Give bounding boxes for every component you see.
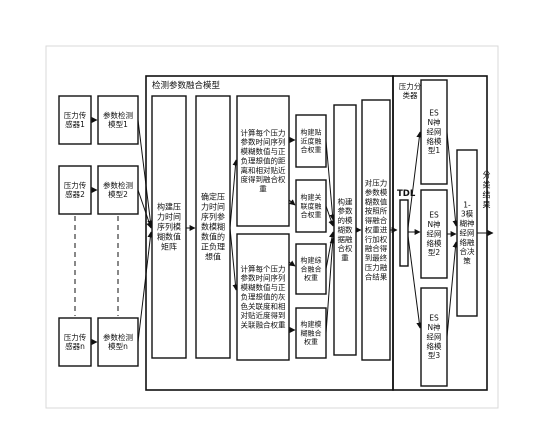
arrow-weight2-fusion [325, 205, 335, 227]
detector-box-n [97, 317, 139, 367]
weight-item-3-text: 构建综合融合权重 [301, 256, 322, 283]
detector-label-2: 参数检测模型2 [103, 180, 133, 199]
arrow-ideal-method-bottom [229, 227, 239, 291]
method-box-bottom-text: 计算每个压力参数时间序列模糊数值与正负理想值的灰色关联度和相对贴近度得到关联融合… [241, 263, 286, 329]
page-border [45, 45, 499, 409]
ideal-value-box-text: 确定压力时间序列参数模糊数值的正负理想值 [201, 192, 225, 262]
output-label: 分类结果 [483, 171, 491, 210]
sensor-label-2: 压力传感器2 [64, 180, 87, 199]
arrow-esn3-vote [446, 241, 459, 338]
method-box-top-text: 计算每个压力参数时间序列模糊数值与正负理想值的距离和相对贴近度得到融合权重 [241, 127, 286, 193]
vote-box-text: 1-3模糊神经网络融合决策 [460, 200, 475, 265]
classifier-title: 压力分类器 [399, 81, 422, 100]
arrow-ideal-method-top [229, 159, 239, 229]
arrow-method-weight2 [288, 199, 296, 206]
sensor-column: 压力传感器1 压力传感器2 压力传感器n [58, 95, 92, 367]
weight-item-1 [295, 114, 327, 168]
method-box-top [236, 95, 290, 227]
esn-model-1 [420, 79, 448, 185]
method-box-bottom [236, 233, 290, 361]
arrow-method-weight3 [288, 260, 296, 267]
detector-column: 参数检测模型1 参数检测模型2 参数检测模型n [97, 95, 139, 367]
sensor-label-1: 压力传感器1 [64, 110, 87, 129]
arrow-weight4-fusion [325, 237, 336, 334]
matrix-box [151, 95, 187, 359]
fusion-model-title: 检测参数融合模型 [152, 80, 221, 91]
arrow-detector2-matrix [137, 189, 153, 229]
detector-box-1 [97, 95, 139, 145]
esn-model-2 [420, 189, 448, 279]
detector-label-n: 参数检测模型n [103, 332, 133, 351]
weight-item-1-text: 构建贴近度融合权重 [301, 128, 322, 155]
arrow-tdl-esn3 [407, 235, 423, 329]
combine-box [361, 99, 391, 361]
tdl-label: TDL [397, 189, 416, 199]
weight-item-4 [295, 307, 327, 359]
weight-item-2 [295, 179, 327, 233]
arrow-detectorn-matrix [137, 231, 154, 343]
weight-item-2-text: 构建关联度融合权重 [301, 193, 322, 220]
arrow-weight1-fusion [325, 140, 336, 221]
arrow-detector1-matrix [137, 119, 154, 227]
sensor-box-1 [58, 95, 92, 145]
arrow-esn1-vote [446, 131, 459, 227]
weight-item-4-text: 构建模糊融合权重 [301, 320, 322, 347]
matrix-box-text: 构建压力时间序列模糊数值矩阵 [157, 202, 181, 252]
sensor-box-2 [58, 165, 92, 215]
tdl-box [399, 199, 409, 267]
detector-label-1: 参数检测模型1 [103, 110, 133, 129]
combine-box-text: 对压力参数模糊数值按照所得融合权重进行加权融合得到最终压力融合结果 [365, 178, 388, 282]
esn-model-3 [420, 287, 448, 387]
arrow-tdl-esn1 [407, 131, 423, 229]
sensor-label-n: 压力传感器n [64, 332, 87, 351]
fusion-weight-box-text: 构建参数的模糊数据融合权重 [338, 196, 353, 262]
